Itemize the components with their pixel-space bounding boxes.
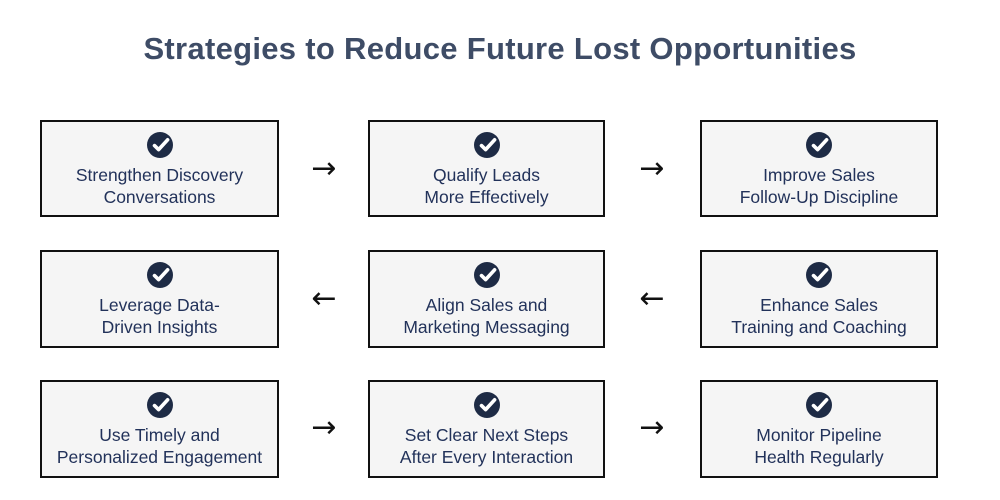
step-monitor-pipeline: Monitor Pipeline Health Regularly [700,380,938,478]
check-circle-icon [146,392,173,418]
check-circle-icon [806,392,832,418]
check-circle-icon [473,132,500,158]
step-strengthen-discovery: Strengthen Discovery Conversations [40,120,279,217]
check-circle-icon [806,262,832,288]
check-circle-icon [473,262,500,288]
step-label: Qualify Leads More Effectively [424,165,549,207]
step-clear-next-steps: Set Clear Next Steps After Every Interac… [368,380,605,478]
step-enhance-training: Enhance Sales Training and Coaching [700,250,938,348]
step-leverage-data: Leverage Data- Driven Insights [40,250,279,348]
step-label: Use Timely and Personalized Engagement [56,425,263,467]
step-label: Strengthen Discovery Conversations [75,165,244,207]
step-label: Improve Sales Follow-Up Discipline [739,165,899,207]
page-title: Strategies to Reduce Future Lost Opportu… [143,31,857,66]
step-label: Align Sales and Marketing Messaging [403,295,570,337]
flow-arrow-5: → [311,410,337,445]
step-qualify-leads: Qualify Leads More Effectively [368,120,605,217]
flow-arrow-4: ← [639,281,665,316]
step-align-sales-marketing: Align Sales and Marketing Messaging [368,250,605,348]
step-improve-follow-up: Improve Sales Follow-Up Discipline [700,120,938,217]
step-label: Monitor Pipeline Health Regularly [754,425,884,467]
step-label: Set Clear Next Steps After Every Interac… [399,425,574,467]
check-circle-icon [473,392,500,418]
check-circle-icon [146,262,173,288]
check-circle-icon [806,132,832,158]
flow-arrow-6: → [639,410,665,445]
flow-arrow-2: → [639,151,665,186]
check-circle-icon [146,132,173,158]
step-label: Enhance Sales Training and Coaching [731,295,907,337]
step-timely-engagement: Use Timely and Personalized Engagement [40,380,279,478]
flow-arrow-3: ← [311,281,337,316]
step-label: Leverage Data- Driven Insights [99,295,220,337]
flow-arrow-1: → [311,151,337,186]
